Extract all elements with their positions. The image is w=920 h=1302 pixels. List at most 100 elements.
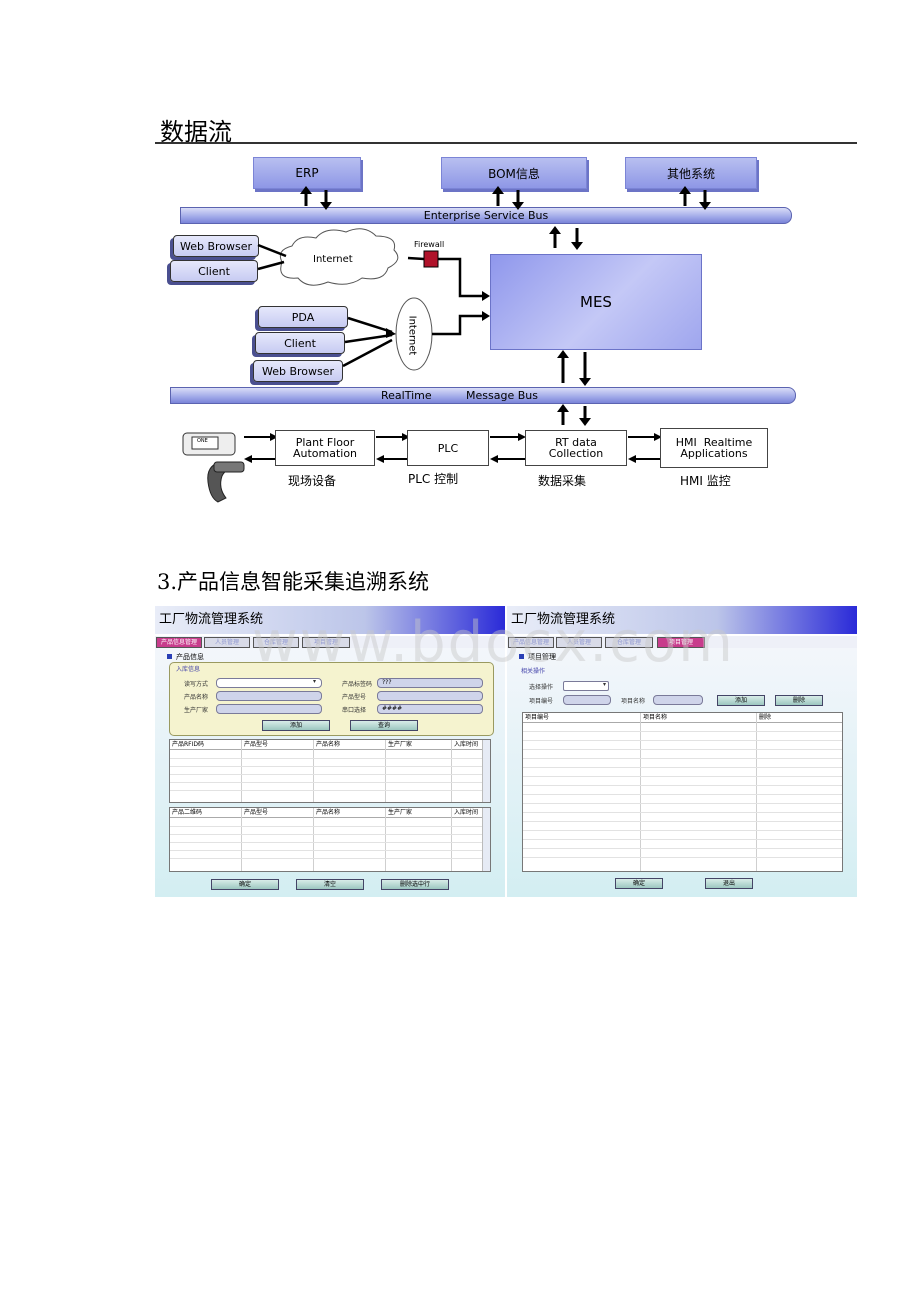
- tab-warehouse[interactable]: 仓库管理: [605, 637, 653, 648]
- qrcode-table-header: 产品二维码 产品型号 产品名称 生产厂家 入库时间: [170, 808, 490, 818]
- col-header: 删除: [759, 714, 772, 721]
- scanner-device-icon: [182, 432, 245, 503]
- app-window-right: 工厂物流管理系统 产品信息管理 人员管理 仓库管理 项目管理 项目管理 相关操作…: [507, 606, 857, 897]
- tag-code-input[interactable]: ???: [377, 678, 483, 688]
- content-panel-right: 项目管理 相关操作 选择操作 ▾ 项目编号 项目名称 添加 删除 项目编号 项目…: [507, 648, 857, 897]
- bom-box: BOM信息: [441, 157, 587, 189]
- col-header: 项目编号: [525, 714, 550, 721]
- rt-data-box: RT data Collection: [525, 430, 627, 466]
- label-manufacturer: 生产厂家: [184, 707, 209, 714]
- col-header: 入库时间: [454, 809, 479, 816]
- confirm-button[interactable]: 确定: [615, 878, 663, 889]
- realtime-label: RealTime: [381, 389, 432, 402]
- tab-warehouse[interactable]: 仓库管理: [253, 637, 299, 648]
- section-title-product: 产品信息: [167, 652, 204, 662]
- tab-personnel[interactable]: 人员管理: [556, 637, 602, 648]
- tab-product-info[interactable]: 产品信息管理: [156, 637, 202, 648]
- group-title: 相关操作: [521, 668, 546, 675]
- label-tag-code: 产品标签码: [342, 681, 373, 688]
- enterprise-service-bus: Enterprise Service Bus: [180, 207, 792, 224]
- col-header: 产品型号: [244, 741, 269, 748]
- content-panel-left: 产品信息 入库信息 读写方式 ▾ 产品名称 生产厂家 产品标签码 ??? 产品型…: [155, 648, 505, 897]
- watermark: www.bdocx.com: [252, 610, 735, 675]
- section-label: 产品信息: [176, 653, 204, 661]
- chevron-down-icon[interactable]: ▾: [313, 678, 317, 685]
- exit-button[interactable]: 退出: [705, 878, 753, 889]
- diagram-connectors: [182, 186, 711, 503]
- project-no-input[interactable]: [563, 695, 611, 705]
- mes-box: MES: [490, 254, 702, 350]
- app-window-left: 工厂物流管理系统 产品信息管理 人员管理 仓库管理 项目管理 产品信息 入库信息…: [155, 606, 505, 897]
- tab-bar-right: 产品信息管理 人员管理 仓库管理 项目管理: [507, 636, 857, 648]
- bullet-square-icon: [167, 654, 172, 659]
- scrollbar[interactable]: [482, 740, 490, 802]
- project-name-input[interactable]: [653, 695, 703, 705]
- col-header: 生产厂家: [388, 809, 413, 816]
- col-header: 产品RFID码: [172, 741, 205, 748]
- caption-hmi: HMI 监控: [680, 474, 731, 488]
- chevron-down-icon[interactable]: ▾: [603, 681, 607, 688]
- scrollbar[interactable]: [482, 808, 490, 871]
- plc-box: PLC: [407, 430, 489, 466]
- scanner-label: ONE: [197, 438, 208, 444]
- label-project-no: 项目编号: [529, 698, 554, 705]
- delete-button[interactable]: 删除: [775, 695, 823, 706]
- internet-cloud-label: Internet: [313, 254, 353, 265]
- label-read-mode: 读写方式: [184, 681, 209, 688]
- model-input[interactable]: [377, 691, 483, 701]
- col-header: 生产厂家: [388, 741, 413, 748]
- confirm-button[interactable]: 确定: [211, 879, 279, 890]
- add-button[interactable]: 添加: [717, 695, 765, 706]
- col-header: 入库时间: [454, 741, 479, 748]
- serial-select[interactable]: ####: [377, 704, 483, 714]
- caption-field: 现场设备: [288, 474, 337, 488]
- select-op-dropdown[interactable]: [563, 681, 609, 691]
- rfid-table-header: 产品RFID码 产品型号 产品名称 生产厂家 入库时间: [170, 740, 490, 750]
- col-header: 产品名称: [316, 809, 341, 816]
- add-button[interactable]: 添加: [262, 720, 330, 731]
- query-button[interactable]: 查询: [350, 720, 418, 731]
- clear-button[interactable]: 清空: [296, 879, 364, 890]
- firewall-label: Firewall: [414, 240, 445, 249]
- tab-product-info[interactable]: 产品信息管理: [508, 637, 554, 648]
- tab-personnel[interactable]: 人员管理: [204, 637, 250, 648]
- tab-project[interactable]: 项目管理: [657, 637, 705, 648]
- web-browser-box: Web Browser: [173, 235, 259, 257]
- label-serial: 串口选择: [342, 707, 367, 714]
- col-header: 产品型号: [244, 809, 269, 816]
- tab-project[interactable]: 项目管理: [302, 637, 350, 648]
- label-product-name: 产品名称: [184, 694, 209, 701]
- web-browser2-box: Web Browser: [253, 360, 343, 382]
- group-title: 入库信息: [176, 666, 201, 673]
- firewall-icon: [423, 250, 439, 268]
- label-project-name: 项目名称: [621, 698, 646, 705]
- section-title-project: 项目管理: [519, 652, 556, 662]
- pda-box: PDA: [258, 306, 348, 328]
- caption-plc: PLC 控制: [408, 472, 459, 486]
- app-title-right: 工厂物流管理系统: [507, 606, 857, 634]
- project-table-header: 项目编号 项目名称 删除: [523, 713, 842, 723]
- read-mode-select[interactable]: [216, 678, 322, 688]
- realtime-message-bus: RealTime Message Bus: [170, 387, 796, 404]
- label-model: 产品型号: [342, 694, 367, 701]
- col-header: 项目名称: [643, 714, 668, 721]
- manufacturer-input[interactable]: [216, 704, 322, 714]
- client2-box: Client: [255, 332, 345, 354]
- heading-rule: [155, 142, 857, 144]
- bullet-square-icon: [519, 654, 524, 659]
- inbound-group: 入库信息 读写方式 ▾ 产品名称 生产厂家 产品标签码 ??? 产品型号 串口选…: [169, 662, 494, 736]
- caption-data: 数据采集: [538, 474, 587, 488]
- col-header: 产品二维码: [172, 809, 203, 816]
- hmi-box: HMI Realtime Applications: [660, 428, 768, 468]
- project-table: 项目编号 项目名称 删除: [522, 712, 843, 872]
- delete-row-button[interactable]: 删除选中行: [381, 879, 449, 890]
- client-box: Client: [170, 260, 258, 282]
- tab-bar-left: 产品信息管理 人员管理 仓库管理 项目管理: [155, 636, 505, 648]
- data-flow-heading: 数据流: [160, 118, 232, 146]
- label-select-op: 选择操作: [529, 684, 554, 691]
- other-systems-box: 其他系统: [625, 157, 757, 189]
- product-name-input[interactable]: [216, 691, 322, 701]
- message-bus-label: Message Bus: [466, 389, 538, 402]
- plant-floor-box: Plant Floor Automation: [275, 430, 375, 466]
- internet-vertical-label: Internet: [406, 315, 418, 356]
